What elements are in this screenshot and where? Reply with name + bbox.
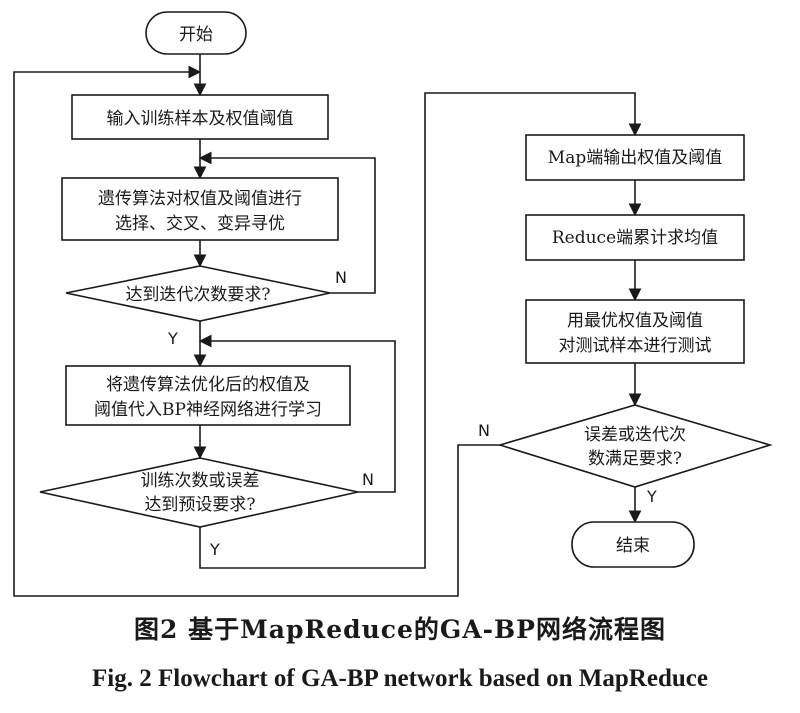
node-start: 开始 bbox=[145, 11, 247, 55]
final-no-label: N bbox=[478, 421, 490, 440]
ga-no-label: N bbox=[335, 268, 347, 287]
caption-english: Fig. 2 Flowchart of GA-BP network based … bbox=[92, 665, 708, 692]
start-label: 开始 bbox=[179, 25, 213, 45]
bp-check-line-1: 训练次数或误差 bbox=[141, 471, 260, 491]
ga-yes-label: Y bbox=[167, 329, 178, 348]
edge-ga-check-no-loop bbox=[198, 151, 376, 294]
final-check-line-2: 数满足要求? bbox=[588, 449, 682, 469]
bp-learn-line-2: 阈值代入BP神经网络进行学习 bbox=[94, 400, 322, 420]
node-bp-check: 训练次数或误差 达到预设要求? bbox=[39, 457, 359, 528]
node-bp-learn: 将遗传算法优化后的权值及 阈值代入BP神经网络进行学习 bbox=[65, 365, 351, 426]
edge-bp-check-yes bbox=[199, 92, 642, 569]
node-final-check: 误差或迭代次 数满足要求? bbox=[497, 404, 773, 488]
ga-check-label: 达到迭代次数要求? bbox=[125, 285, 270, 305]
node-reduce-avg: Reduce端累计求均值 bbox=[525, 214, 745, 261]
bp-learn-line-1: 将遗传算法优化后的权值及 bbox=[106, 375, 310, 395]
node-test: 用最优权值及阈值 对测试样本进行测试 bbox=[525, 299, 745, 364]
reduce-avg-label: Reduce端累计求均值 bbox=[552, 228, 718, 248]
bp-no-label: N bbox=[362, 470, 374, 489]
ga-optimize-line-1: 遗传算法对权值及阈值进行 bbox=[98, 189, 302, 209]
bp-yes-label: Y bbox=[209, 540, 220, 559]
caption-chinese: 图2 基于MapReduce的GA-BP网络流程图 bbox=[134, 615, 666, 644]
input-label: 输入训练样本及权值阈值 bbox=[107, 109, 294, 129]
test-line-2: 对测试样本进行测试 bbox=[559, 336, 712, 356]
node-input: 输入训练样本及权值阈值 bbox=[71, 94, 329, 140]
connectors bbox=[13, 54, 642, 597]
map-output-label: Map端输出权值及阈值 bbox=[548, 148, 722, 168]
node-map-output: Map端输出权值及阈值 bbox=[525, 134, 745, 181]
edge-final-check-no-loop bbox=[13, 65, 500, 597]
ga-optimize-line-2: 选择、交叉、变异寻优 bbox=[115, 214, 285, 234]
node-end: 结束 bbox=[571, 521, 695, 568]
final-yes-label: Y bbox=[646, 487, 657, 506]
test-line-1: 用最优权值及阈值 bbox=[567, 311, 703, 331]
node-ga-check: 达到迭代次数要求? bbox=[65, 265, 331, 322]
edge-bp-check-no-loop bbox=[198, 334, 396, 493]
final-check-line-1: 误差或迭代次 bbox=[584, 425, 686, 445]
node-ga-optimize: 遗传算法对权值及阈值进行 选择、交叉、变异寻优 bbox=[61, 177, 339, 241]
end-label: 结束 bbox=[616, 536, 650, 556]
bp-check-line-2: 达到预设要求? bbox=[144, 495, 255, 515]
